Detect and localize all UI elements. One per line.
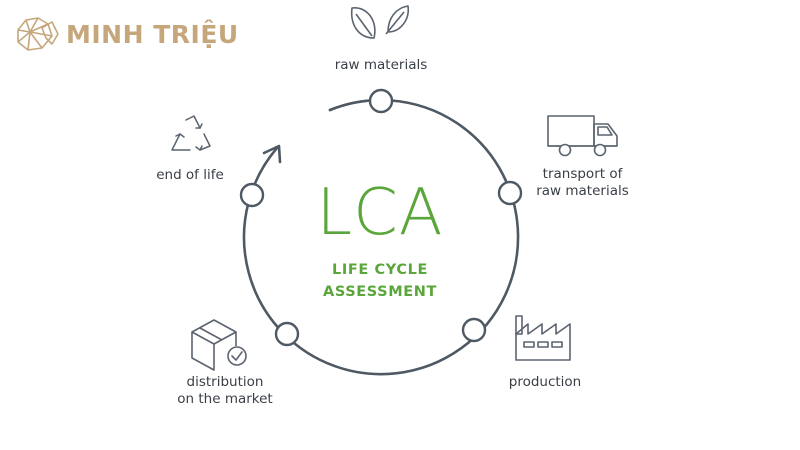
factory-icon [515,315,571,361]
leaves-icon [350,5,410,39]
label-distribution-line2: on the market [177,391,273,407]
brand-logo: MINH TRIỆU [12,14,239,54]
node-distribution [274,321,300,347]
label-production: production [508,374,582,390]
cycle-arrow-icon [262,144,282,164]
box-check-icon [191,319,247,371]
node-raw-materials [368,88,394,114]
label-distribution: distribution on the market [165,374,285,408]
node-end-of-life [239,182,265,208]
gem-logo-icon [17,17,59,51]
center-subtitle: LIFE CYCLE ASSESSMENT [260,259,500,303]
label-transport-line2: raw materials [536,183,629,199]
label-distribution-line1: distribution [186,374,264,390]
recycle-icon [171,115,211,151]
node-production [461,317,487,343]
center-subtitle-line1: LIFE CYCLE [332,262,428,278]
label-raw-materials: raw materials [334,57,428,73]
cycle-arc [242,98,520,376]
node-transport [497,180,523,206]
truck-icon [547,115,618,157]
label-transport-line1: transport of [542,166,623,182]
center-subtitle-line2: ASSESSMENT [323,284,437,300]
brand-name: MINH TRIỆU [66,19,239,49]
center-title: LCA [316,176,444,250]
label-end-of-life: end of life [156,167,224,183]
label-transport: transport of raw materials [520,166,645,200]
